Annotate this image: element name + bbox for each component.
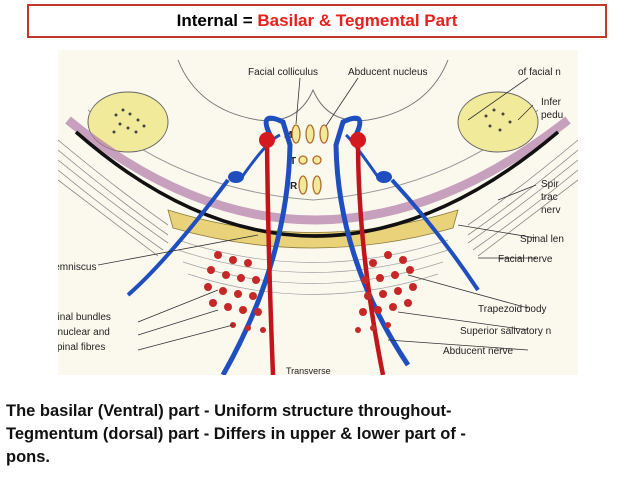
left-facial-nucleus bbox=[228, 171, 244, 183]
label-of-facial: of facial n bbox=[518, 67, 561, 78]
caption-line-3: pons. bbox=[6, 448, 50, 466]
label-dinal-bundles: dinal bundles bbox=[58, 312, 111, 323]
label-spinal-len: Spinal len bbox=[520, 234, 564, 245]
label-spinal-fibres: spinal fibres bbox=[58, 342, 105, 353]
label-nerv: nerv bbox=[541, 205, 560, 216]
left-facial-nerve-exit bbox=[126, 178, 230, 297]
transverse-fibres bbox=[177, 239, 449, 295]
label-onuclear-and: onuclear and bbox=[58, 327, 110, 338]
nucleus-letter-r: R bbox=[290, 181, 298, 192]
nucleus-symbols bbox=[291, 124, 329, 195]
corticospinal-bundles-right bbox=[355, 251, 417, 333]
left-facial-nerve-blue bbox=[220, 115, 293, 375]
label-lemniscus: lemniscus bbox=[58, 262, 96, 273]
right-facial-nucleus bbox=[376, 171, 392, 183]
label-facial-colliculus: Facial colliculus bbox=[248, 67, 318, 78]
right-facial-nerve-blue bbox=[333, 115, 411, 367]
right-facial-nerve-exit bbox=[390, 178, 480, 292]
purple-band bbox=[65, 116, 571, 225]
label-abducent-nerve: Abducent nerve bbox=[443, 346, 513, 357]
caption-line-1: The basilar (Ventral) part - Uniform str… bbox=[6, 402, 452, 420]
basilar-tegmental-boundary bbox=[74, 130, 560, 238]
pons-cross-section-diagram: M T R bbox=[58, 50, 578, 375]
label-superior-salivatory: Superior salivatory n bbox=[460, 326, 551, 337]
caption-line-2: Tegmentum (dorsal) part - Differs in upp… bbox=[6, 425, 466, 443]
title-highlight: Basilar & Tegmental Part bbox=[257, 11, 458, 30]
label-infer: Infer bbox=[541, 97, 562, 108]
left-peduncle bbox=[87, 91, 169, 153]
left-abducent-nucleus bbox=[259, 132, 275, 148]
label-trac: trac bbox=[541, 192, 558, 203]
right-peduncle-dots bbox=[484, 108, 512, 132]
label-spir: Spir bbox=[541, 179, 559, 190]
caption: The basilar (Ventral) part - Uniform str… bbox=[6, 400, 632, 469]
label-pedu: pedu bbox=[541, 110, 563, 121]
corticospinal-bundles-left bbox=[204, 251, 266, 333]
label-trapezoid-body: Trapezoid body bbox=[478, 304, 547, 315]
right-peduncle bbox=[457, 91, 539, 153]
ventricle-floor-outline bbox=[177, 59, 449, 122]
title-equals: = bbox=[242, 11, 253, 30]
left-facial-genu bbox=[240, 133, 281, 178]
label-transverse: Transverse bbox=[286, 366, 331, 375]
left-side-fibres bbox=[58, 139, 169, 257]
left-peduncle-dots bbox=[112, 108, 146, 134]
title-box: Internal = Basilar & Tegmental Part bbox=[27, 4, 607, 38]
label-facial-nerve: Facial nerve bbox=[498, 254, 553, 265]
label-abducent-nucleus: Abducent nucleus bbox=[348, 67, 428, 78]
right-abducent-nerve bbox=[355, 139, 386, 375]
left-abducent-nerve bbox=[264, 139, 276, 375]
nucleus-letter-t: T bbox=[290, 156, 296, 167]
title-prefix: Internal bbox=[176, 11, 238, 30]
tegmentum-outline bbox=[87, 109, 539, 201]
right-abducent-nucleus bbox=[350, 132, 366, 148]
right-side-fibres bbox=[467, 139, 578, 257]
label-pointer-lines bbox=[97, 77, 537, 351]
